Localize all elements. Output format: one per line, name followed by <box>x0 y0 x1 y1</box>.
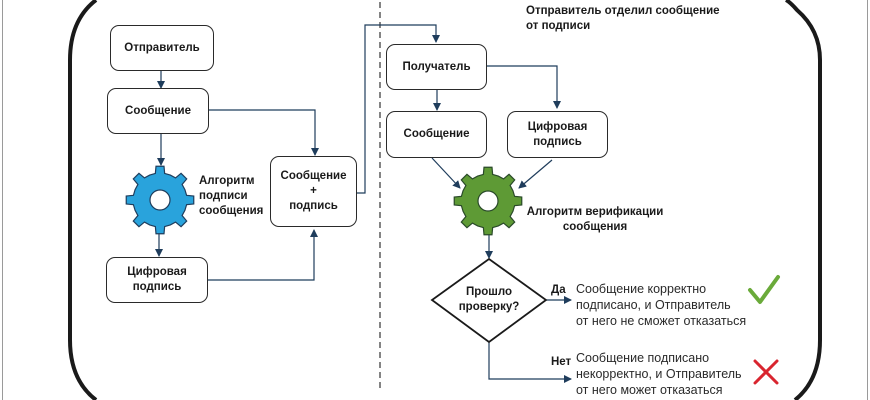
checkmark-icon <box>748 275 780 304</box>
receiver-signature-box: Цифровая подпись <box>507 111 608 158</box>
decision-label: Прошло проверку? <box>458 286 520 313</box>
arrow-combined-to-receiver <box>357 24 440 194</box>
arrow-signature-to-combined <box>208 229 318 281</box>
arrow-message-to-verify <box>431 157 461 189</box>
verify-gear-icon <box>453 166 523 236</box>
message-box: Сообщение <box>107 88 209 134</box>
no-result-text: Сообщение подписано некорректно, и Отпра… <box>576 351 742 397</box>
sign-gear-icon <box>125 165 195 235</box>
receiver-message-box: Сообщение <box>386 111 487 158</box>
verify-algorithm-label: Алгоритм верификации сообщения <box>526 206 664 233</box>
no-label: Нет <box>551 356 572 368</box>
yes-label: Да <box>551 284 566 296</box>
digital-signature-box: Цифровая подпись <box>106 257 208 303</box>
diagram-title: Отправитель отделил сообщение от подписи <box>526 5 720 32</box>
message-plus-signature-box: Сообщение + подпись <box>270 156 357 227</box>
image-border-right <box>867 0 868 400</box>
arrow-signature-to-verify <box>518 159 553 189</box>
yes-result-text: Сообщение корректно подписано, и Отправи… <box>576 282 747 328</box>
receiver-box: Получатель <box>386 44 487 90</box>
decision-diamond <box>430 257 548 344</box>
sign-algorithm-label: Алгоритм подписи сообщения <box>199 175 264 217</box>
outer-frame <box>68 0 822 400</box>
arrow-receiver-to-signature <box>487 65 561 109</box>
arrow-decision-no <box>488 342 572 383</box>
sender-box: Отправитель <box>110 25 214 71</box>
arrow-message-to-combined <box>209 109 319 156</box>
image-border-left <box>2 0 3 400</box>
cross-icon <box>753 359 779 385</box>
